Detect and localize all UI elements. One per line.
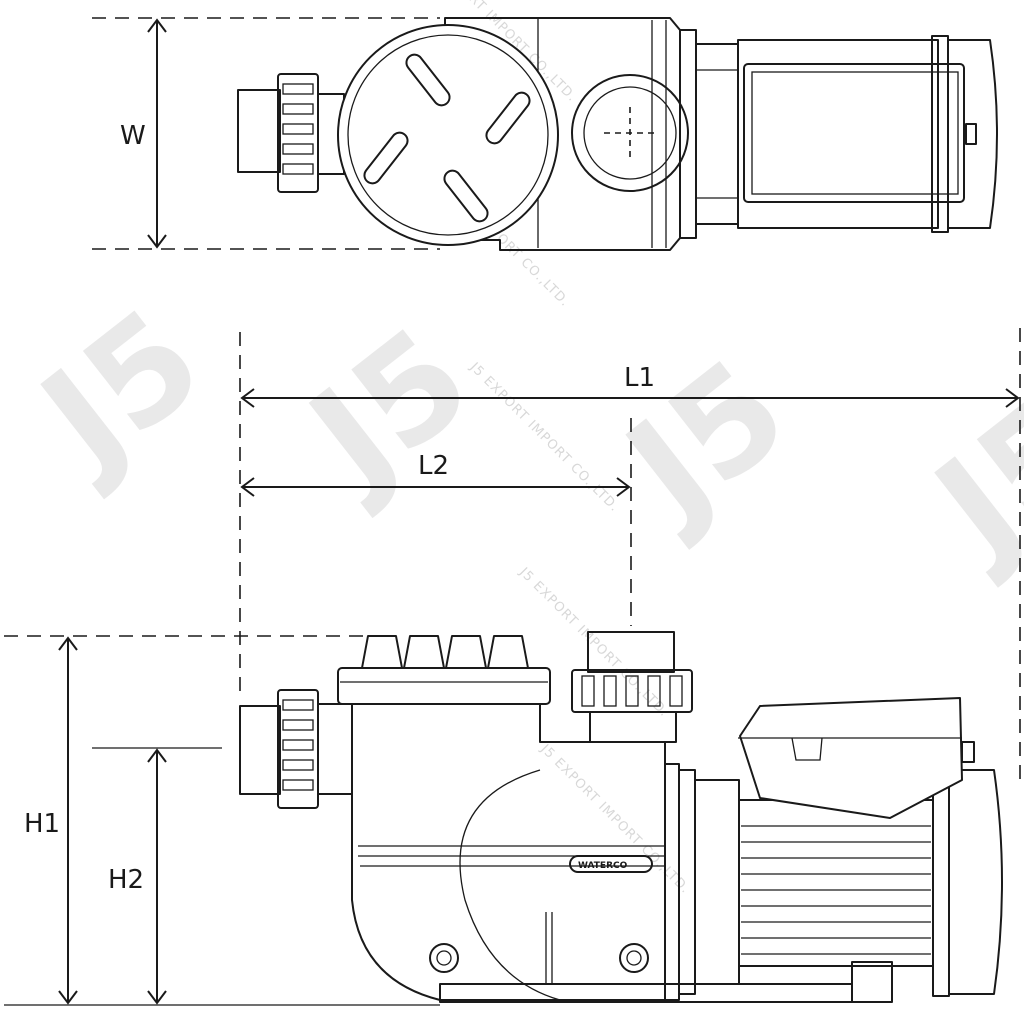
l1-arrow-left (240, 388, 255, 408)
side-fan-cover (948, 769, 1003, 995)
side-outlet-pipe (587, 631, 675, 673)
side-inlet-neck (317, 703, 353, 795)
top-inlet-pipe (237, 89, 281, 173)
top-strainer-lid-inner (347, 34, 549, 236)
side-motor-band (932, 769, 950, 997)
length-dimensions: L1 L2 (239, 328, 1021, 780)
lid-handles (363, 53, 531, 223)
top-view: W (92, 17, 998, 251)
motor-fins (741, 825, 931, 955)
side-strainer-lid (337, 667, 551, 705)
side-inlet-pipe (239, 705, 281, 795)
height-dimensions: H1 H2 (4, 635, 440, 1006)
brand-plate (569, 855, 653, 873)
l2-arrow-right (616, 477, 631, 497)
side-outlet-neck (589, 711, 677, 743)
h2-arrow-bottom (147, 990, 167, 1005)
w-arrow-bottom (147, 234, 167, 249)
side-cable-gland (961, 741, 975, 763)
side-terminal-box (739, 697, 963, 819)
brand-plate-text: WATERCO (578, 861, 628, 871)
top-outlet-inner (583, 86, 677, 180)
top-fan-cover (947, 39, 998, 229)
top-strainer-lid-outer (337, 24, 559, 246)
top-terminal-box (743, 63, 965, 203)
watermark-logo-3: J5 (7, 279, 231, 504)
drain-plug-left (429, 943, 459, 973)
l2-arrow-left (240, 477, 255, 497)
side-adapter (694, 779, 740, 985)
l1-arrow-right (1005, 388, 1020, 408)
h2-arrow-top (147, 748, 167, 763)
top-adapter (695, 43, 739, 225)
h2-label: H2 (108, 865, 144, 895)
l1-label: L1 (624, 363, 655, 393)
watermark-logo-4: J5 (901, 367, 1024, 592)
drain-plug-right (619, 943, 649, 973)
w-arrow-top (147, 18, 167, 33)
side-lid-knobs (361, 635, 529, 669)
watermark-logo: J5 (276, 297, 500, 522)
h1-arrow-top (58, 636, 78, 651)
l2-label: L2 (418, 451, 449, 481)
side-strainer-pot (351, 703, 666, 1001)
watermark-text-2: J5 EXPORT IMPORT CO.,LTD. (466, 359, 622, 515)
side-view: WATERCO (239, 631, 1003, 1003)
h1-arrow-bottom (58, 990, 78, 1005)
h1-label: H1 (24, 809, 60, 839)
top-motor-body (737, 39, 939, 229)
top-cable-gland (965, 123, 977, 145)
w-label: W (120, 121, 146, 151)
top-outlet-outer (571, 74, 689, 192)
side-motor-foot (851, 961, 893, 1003)
side-motor-body (738, 799, 934, 967)
